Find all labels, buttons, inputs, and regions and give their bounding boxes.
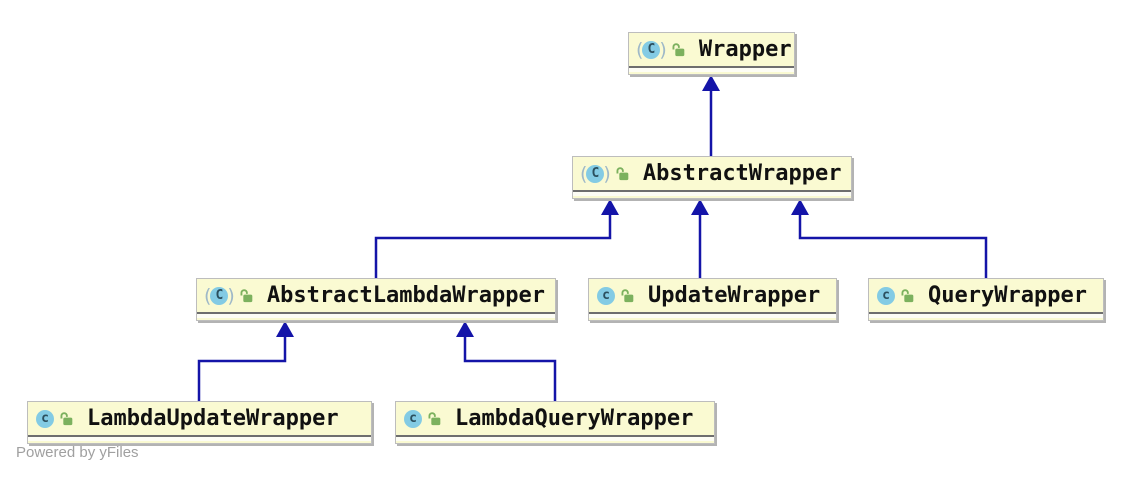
class-title-compartment: c LambdaQueryWrapper [396, 402, 714, 437]
members-compartment [573, 192, 851, 196]
class-title-compartment: c UpdateWrapper [589, 279, 836, 314]
class-icon-letter: c [597, 286, 615, 305]
members-compartment [869, 314, 1103, 318]
class-node-LambdaUpdateWrapper[interactable]: c LambdaUpdateWrapper [27, 401, 372, 444]
class-name-label: AbstractWrapper [642, 161, 842, 186]
class-icon: c [36, 409, 54, 428]
class-title-compartment: c QueryWrapper [869, 279, 1103, 314]
class-icon-letter: C [210, 286, 229, 305]
inheritance-arrowhead [601, 199, 619, 215]
members-compartment [629, 68, 794, 72]
unlocked-icon [620, 288, 635, 303]
unlocked-icon [239, 288, 254, 303]
inheritance-arrowhead [456, 321, 474, 337]
class-name-label: LambdaQueryWrapper [455, 406, 694, 431]
inheritance-edge-LambdaQueryWrapper-to-AbstractLambdaWrapper[interactable] [463, 337, 557, 401]
unlocked-icon [615, 166, 630, 181]
class-icon: c [404, 409, 422, 428]
unlocked-icon [59, 411, 74, 426]
inheritance-edge-QueryWrapper-to-AbstractWrapper[interactable] [798, 215, 988, 278]
class-icon-letter: c [36, 409, 54, 428]
inheritance-edge-AbstractLambdaWrapper-to-AbstractWrapper[interactable] [374, 215, 612, 278]
unlocked-icon [671, 42, 686, 57]
class-title-compartment: c LambdaUpdateWrapper [28, 402, 371, 437]
members-compartment [28, 437, 371, 441]
class-name-label: AbstractLambdaWrapper [266, 283, 545, 308]
class-name-label: Wrapper [698, 37, 792, 62]
members-compartment [197, 314, 555, 318]
class-name-label: QueryWrapper [928, 283, 1087, 308]
class-title-compartment: (C) AbstractLambdaWrapper [197, 279, 555, 314]
abstract-class-icon: (C) [636, 38, 667, 61]
class-title-compartment: (C) AbstractWrapper [573, 157, 851, 192]
class-name-label: LambdaUpdateWrapper [87, 406, 339, 431]
inheritance-arrowhead [691, 199, 709, 215]
members-compartment [396, 437, 714, 441]
class-node-AbstractLambdaWrapper[interactable]: (C) AbstractLambdaWrapper [196, 278, 556, 321]
class-icon: c [877, 286, 895, 305]
inheritance-arrowhead [791, 199, 809, 215]
inheritance-arrowhead [702, 75, 720, 91]
unlocked-icon [900, 288, 915, 303]
yfiles-watermark: Powered by yFiles [16, 444, 139, 461]
class-icon-letter: c [877, 286, 895, 305]
class-icon: c [597, 286, 615, 305]
class-icon-letter: C [642, 40, 661, 59]
class-node-UpdateWrapper[interactable]: c UpdateWrapper [588, 278, 837, 321]
class-name-label: UpdateWrapper [648, 283, 821, 308]
inheritance-edge-LambdaUpdateWrapper-to-AbstractLambdaWrapper[interactable] [197, 337, 287, 401]
abstract-class-icon: (C) [580, 162, 611, 185]
class-node-QueryWrapper[interactable]: c QueryWrapper [868, 278, 1104, 321]
unlocked-icon [427, 411, 442, 426]
class-node-LambdaQueryWrapper[interactable]: c LambdaQueryWrapper [395, 401, 715, 444]
class-title-compartment: (C) Wrapper [629, 33, 794, 68]
members-compartment [589, 314, 836, 318]
inheritance-arrowhead [276, 321, 294, 337]
abstract-class-icon: (C) [204, 284, 235, 307]
class-icon-letter: C [586, 164, 605, 183]
class-icon-letter: c [404, 409, 422, 428]
class-node-AbstractWrapper[interactable]: (C) AbstractWrapper [572, 156, 852, 199]
class-node-Wrapper[interactable]: (C) Wrapper [628, 32, 795, 75]
